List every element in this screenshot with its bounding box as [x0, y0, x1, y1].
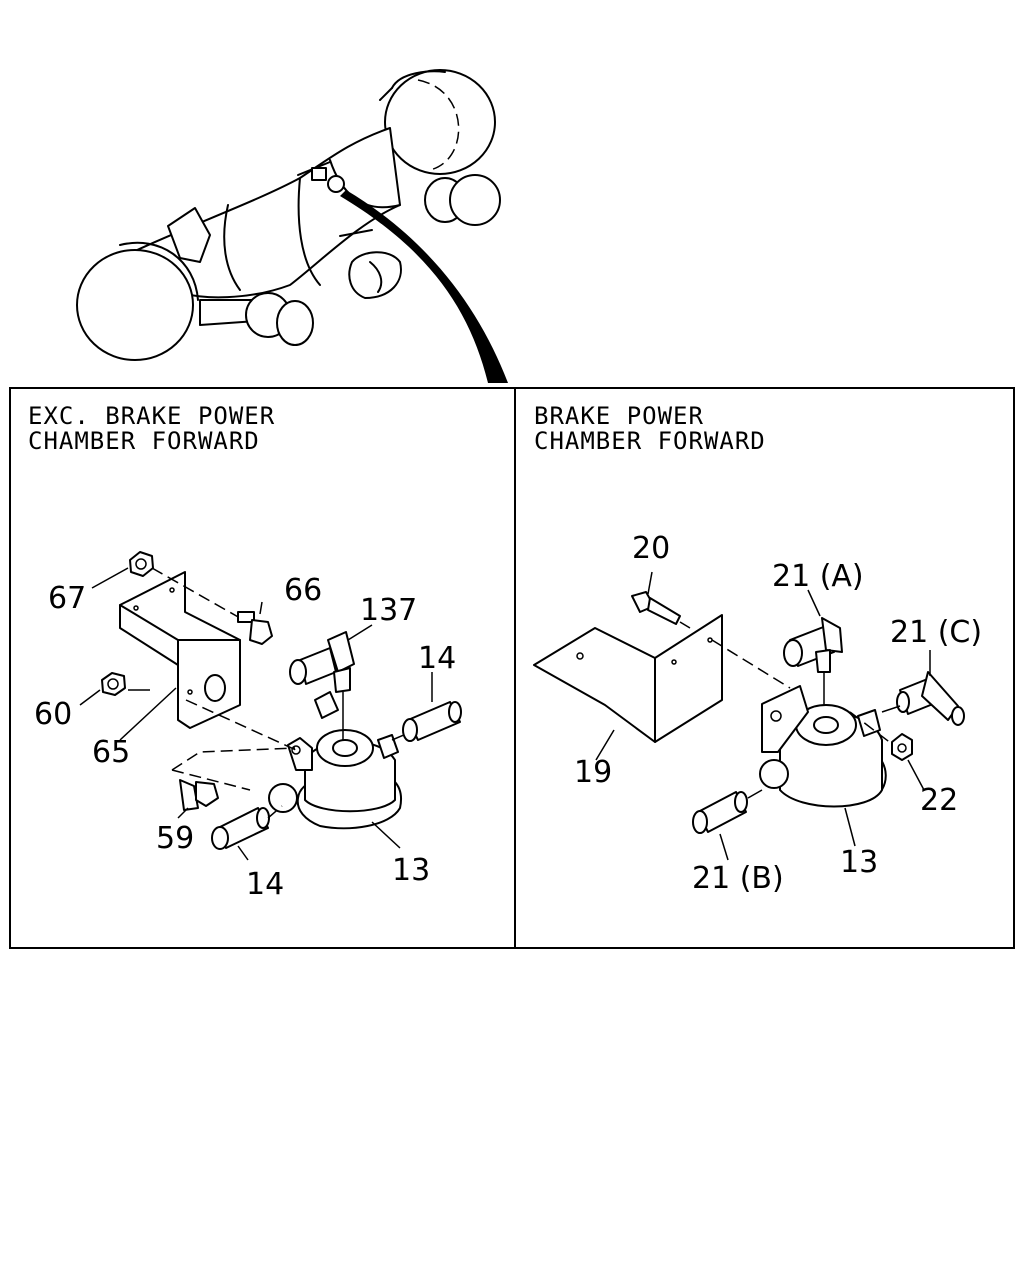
valve-13-icon	[268, 691, 403, 830]
callout-right-22: 22	[920, 783, 958, 818]
callout-left-67: 67	[48, 581, 86, 616]
callout-left-60: 60	[34, 697, 72, 732]
nut-67-icon	[129, 551, 154, 577]
callout-right-21b: 21 (B)	[692, 861, 784, 896]
left-assembly-drawing	[79, 551, 462, 861]
callout-right-21a: 21 (A)	[772, 559, 864, 594]
callout-left-14-top: 14	[418, 641, 456, 676]
elbow-fitting-21a-icon	[783, 617, 843, 673]
left-panel-title-line1: EXC. BRAKE POWER	[28, 402, 275, 430]
callout-left-14-bottom: 14	[246, 867, 284, 902]
callout-left-137: 137	[360, 593, 417, 628]
callout-left-65: 65	[92, 735, 130, 770]
fitting-21b-icon	[692, 791, 748, 834]
valve-13-right-icon	[759, 685, 887, 808]
fitting-14-bottom-icon	[211, 807, 270, 850]
detail-frame	[9, 387, 1015, 949]
nut-22-icon	[891, 733, 913, 761]
nut-60-icon	[101, 672, 126, 696]
bolt-20-icon	[631, 591, 681, 625]
right-panel-title-line1: BRAKE POWER	[534, 402, 704, 430]
bolt-59-icon	[179, 779, 219, 811]
callout-left-66: 66	[284, 573, 322, 608]
right-assembly-drawing	[533, 571, 965, 861]
callout-right-13: 13	[840, 845, 878, 880]
callout-left-59: 59	[156, 821, 194, 856]
callout-right-20: 20	[632, 531, 670, 566]
elbow-fitting-137-icon	[289, 631, 355, 693]
callout-left-13: 13	[392, 853, 430, 888]
fitting-14-top-icon	[402, 701, 462, 742]
bolt-66-icon	[237, 611, 273, 645]
elbow-fitting-21c-icon	[896, 671, 965, 726]
callout-right-21c: 21 (C)	[890, 615, 982, 650]
callout-right-19: 19	[574, 755, 612, 790]
right-panel-title-line2: CHAMBER FORWARD	[534, 427, 766, 455]
left-panel-title-line2: CHAMBER FORWARD	[28, 427, 260, 455]
axle-overview-illustration	[76, 69, 508, 383]
